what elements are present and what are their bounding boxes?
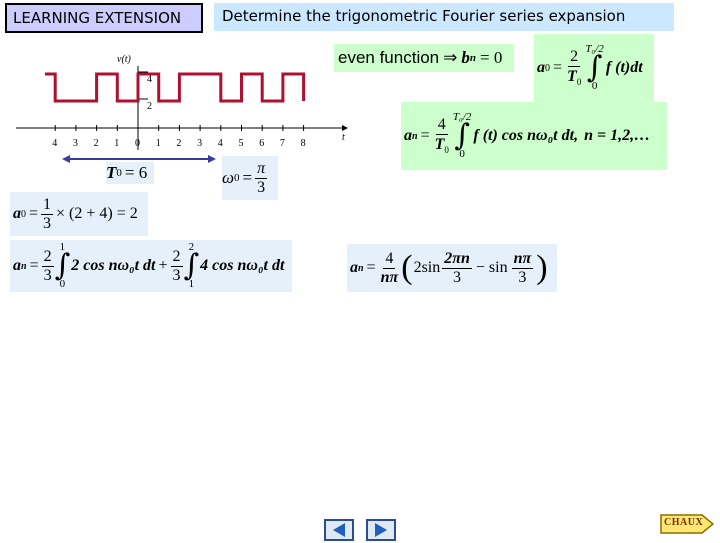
left-paren: (: [401, 249, 413, 286]
x-tick-label: 4: [52, 138, 57, 149]
y-ticks: 42: [138, 71, 152, 112]
page-title: Determine the trigonometric Fourier seri…: [214, 3, 674, 31]
x-tick-label: 8: [301, 138, 306, 149]
implies-icon: ⇒: [443, 48, 458, 67]
return-arrow-icon: [660, 514, 714, 534]
x-tick-label: 3: [197, 138, 202, 149]
even-function-text: even function: [338, 48, 440, 67]
square-wave-series: [44, 72, 306, 103]
period-arrow: [62, 155, 216, 163]
y-tick-label: 2: [147, 101, 152, 112]
previous-slide-button[interactable]: [324, 519, 354, 541]
arrow-left-icon: [333, 523, 345, 537]
y-tick-label: 4: [147, 74, 152, 85]
x-tick-label: 0: [135, 138, 140, 149]
x-axis-arrow: [342, 125, 348, 131]
x-tick-label: 3: [73, 138, 78, 149]
x-tick-label: 4: [218, 138, 223, 149]
return-button[interactable]: CHAUX: [660, 512, 714, 536]
right-paren: ): [536, 249, 548, 286]
x-tick-label: 7: [280, 138, 285, 149]
x-tick-label: 6: [259, 138, 264, 149]
section-label: LEARNING EXTENSION: [5, 3, 203, 33]
x-ticks: 4 3 2 1 0 1 2 3 4 5 6 7 8: [52, 125, 306, 149]
return-label: CHAUX: [664, 517, 704, 528]
x-axis-label: t: [342, 132, 345, 143]
y-axis-label: v(t): [117, 54, 132, 65]
next-slide-button[interactable]: [366, 519, 396, 541]
x-tick-label: 2: [94, 138, 99, 149]
arrow-right-icon: [375, 523, 387, 537]
x-tick-label: 2: [176, 138, 181, 149]
x-tick-label: 1: [114, 138, 119, 149]
x-tick-label: 5: [239, 138, 244, 149]
x-tick-label: 1: [156, 138, 161, 149]
